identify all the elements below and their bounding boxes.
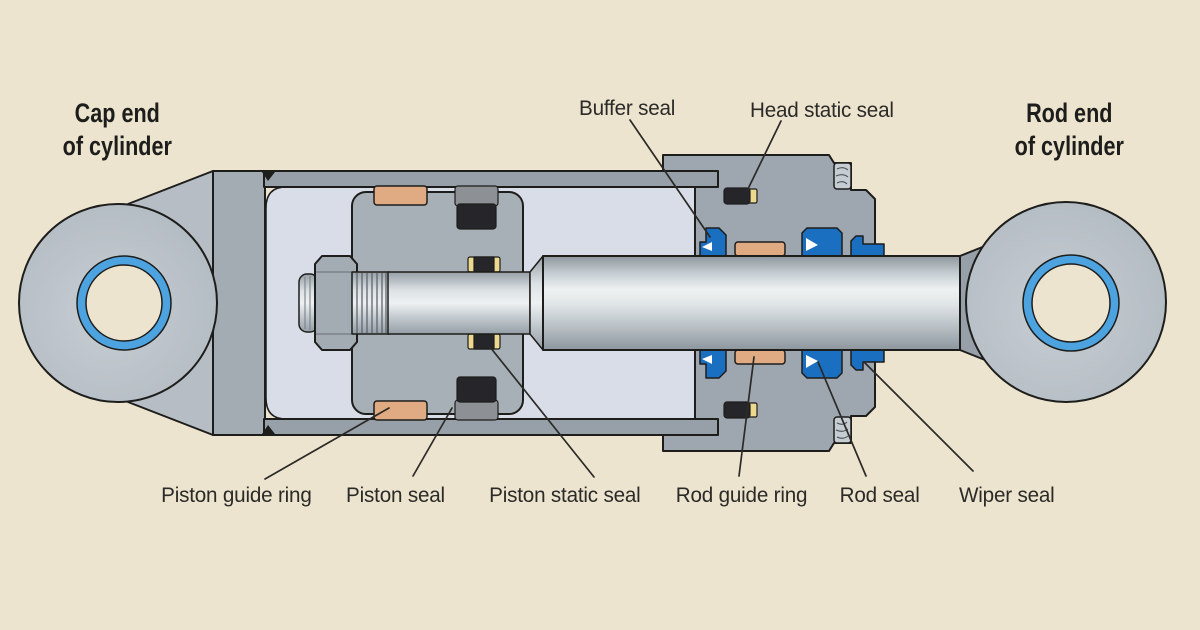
rod-thread-lines — [356, 273, 387, 333]
label-rod-seal: Rod seal — [840, 483, 920, 507]
piston-nut-facets — [316, 271, 356, 335]
cap-end-assembly — [18, 170, 266, 436]
label-wiper-seal: Wiper seal — [959, 483, 1055, 507]
rod-eye-bore — [1031, 263, 1111, 343]
cap-eye-bore — [85, 264, 163, 342]
heading-cap-end-line1: Cap end — [74, 98, 160, 128]
label-rod-guide-ring: Rod guide ring — [676, 483, 808, 507]
leader-rod-seal — [817, 361, 867, 477]
leader-piston-seal — [412, 407, 453, 477]
heading-rod-end-line1: Rod end — [1025, 98, 1113, 128]
leader-buffer-seal — [629, 119, 711, 238]
piston-rod-assembly — [298, 255, 974, 351]
label-buffer-seal: Buffer seal — [578, 96, 676, 120]
heading-rod-end-line2: of cylinder — [1014, 131, 1124, 162]
rod-shoulder — [529, 255, 544, 351]
heading-cap-end-line2: of cylinder — [62, 131, 172, 162]
label-piston-static-seal: Piston static seal — [489, 483, 641, 507]
leader-rod-guide-ring — [738, 356, 755, 477]
rod-end-assembly — [959, 201, 1167, 403]
leader-head-static-seal — [746, 120, 782, 192]
piston-rod — [542, 255, 974, 351]
heading-rod-end: Rod end of cylinder — [909, 97, 1200, 163]
leader-piston-static-seal — [489, 346, 595, 478]
label-piston-seal: Piston seal — [345, 483, 445, 507]
piston-nut — [314, 255, 358, 351]
heading-cap-end: Cap end of cylinder — [0, 97, 277, 163]
leader-piston-guide-ring — [264, 407, 390, 480]
leader-wiper-seal — [863, 361, 974, 472]
leader-lines — [264, 119, 974, 480]
label-head-static-seal: Head static seal — [750, 98, 894, 122]
rod-reduced-section — [387, 271, 531, 335]
cap-plate — [212, 170, 266, 436]
label-piston-guide-ring: Piston guide ring — [160, 483, 312, 507]
